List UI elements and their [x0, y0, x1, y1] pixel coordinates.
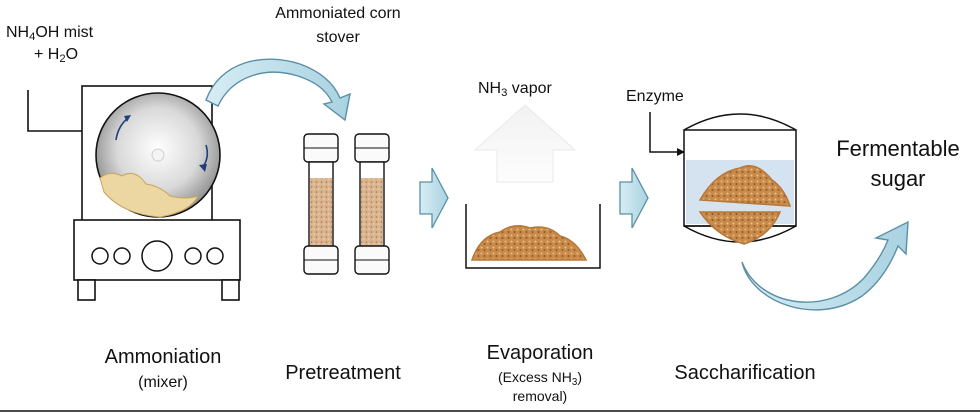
flow-arrow-2 [619, 167, 649, 229]
stage-ammoniation-sub: (mixer) [138, 374, 188, 391]
mist-label-line2: + H2O [34, 46, 79, 65]
stage-evaporation: Evaporation [486, 342, 594, 364]
vapor-up-arrow [473, 104, 577, 183]
pretreatment-tube-2 [354, 133, 390, 275]
flow-arrow-1 [419, 167, 449, 229]
transfer-label-line1: Ammoniated corn [275, 5, 401, 22]
product-label-line2: sugar [870, 166, 926, 191]
stage-pretreatment: Pretreatment [285, 362, 401, 384]
transfer-arrow [205, 58, 351, 122]
saccharification-reactor [683, 113, 797, 245]
enzyme-label: Enzyme [626, 88, 684, 105]
vapor-label: NH3 vapor [478, 80, 552, 99]
mist-label-line1: NH4OH mist [6, 24, 94, 43]
stage-evaporation-sub2: removal) [512, 388, 568, 404]
stage-evaporation-sub1: (Excess NH3) [497, 369, 583, 388]
transfer-label-line2: stover [316, 29, 360, 46]
output-curved-arrow [741, 220, 909, 311]
pretreatment-tube-1 [303, 133, 339, 275]
stage-ammoniation: Ammoniation [104, 346, 222, 368]
mixer-drum [95, 92, 221, 218]
stage-saccharification: Saccharification [674, 362, 816, 384]
enzyme-input-arrow [649, 112, 685, 156]
product-label-line1: Fermentable [836, 136, 960, 161]
evaporation-tray [465, 204, 601, 269]
